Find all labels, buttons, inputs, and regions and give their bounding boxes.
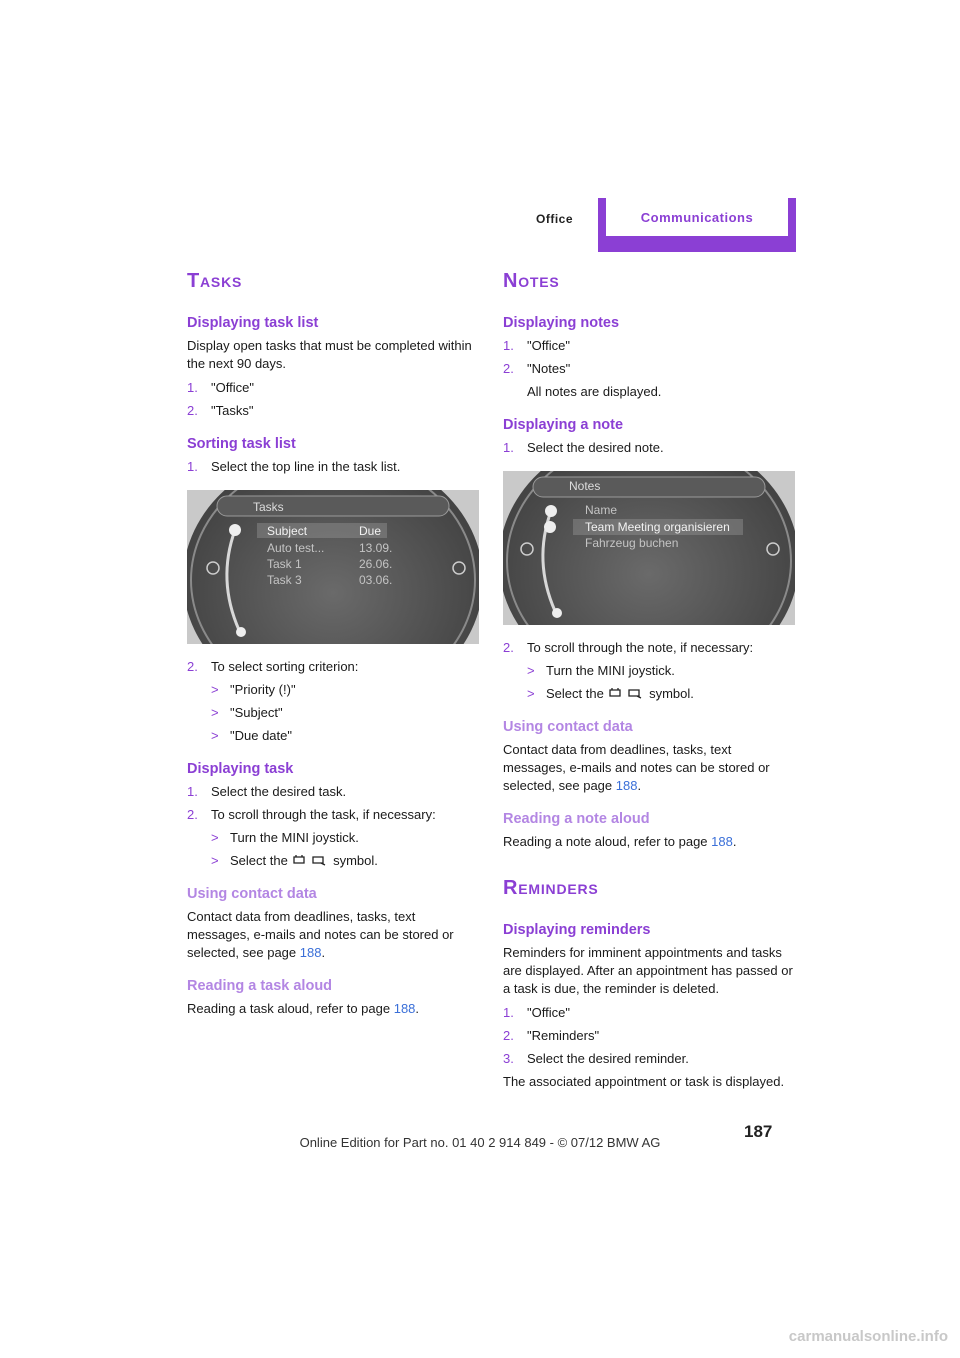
screen-title: Tasks [253,500,284,514]
list-item: 1.Select the top line in the task list. [187,459,401,474]
column-subject: Subject [267,524,308,538]
list-item: 1."Office" [187,380,254,395]
tasks-title: Tasks [187,270,243,292]
sub-item: >"Subject" [211,705,283,720]
sub-item: >Select the symbol. [211,853,378,868]
list-item: 2."Reminders" [503,1028,600,1043]
row-due: 13.09. [359,541,393,555]
row-subject: Task 1 [267,557,302,571]
sub-item: >Turn the MINI joystick. [527,663,675,678]
notes-title: Notes [503,270,560,292]
page-link[interactable]: 188 [299,945,322,960]
notes-screenshot: Notes Name Team Meeting organisieren Fah… [503,471,795,625]
scroll-page-icon [609,688,642,699]
row-subject: Task 3 [267,573,302,587]
list-item: 1.Select the desired task. [187,784,347,799]
reminders-title: Reminders [503,877,599,899]
contact-data-text: Contact data from deadlines, tasks, text… [503,742,770,793]
scroll-marker-dot [544,521,556,533]
contact-data-text: Contact data from deadlines, tasks, text… [187,909,454,960]
reminders-outro: The associated appointment or task is di… [503,1074,785,1089]
displaying-notes-heading: Displaying notes [503,315,620,331]
chapter-tab-label: Communications [606,198,788,236]
column-due: Due [359,524,382,538]
screen-title: Notes [569,479,601,493]
task-list-intro: Display open tasks that must be complete… [187,338,472,371]
page-link[interactable]: 188 [711,834,733,849]
right-column: Notes Displaying notes 1."Office" 2."Not… [503,270,795,1097]
reading-aloud-text: Reading a task aloud, refer to page 188. [187,1001,420,1016]
row-due: 03.06. [359,573,393,587]
scroll-top-dot [229,524,241,536]
scroll-page-icon [293,855,326,866]
note-row: Team Meeting organisieren [585,520,730,534]
chapter-tab: Communications [598,198,796,252]
list-item: 1."Office" [503,338,570,353]
list-item: 2.To scroll through the note, if necessa… [503,640,754,655]
page-link[interactable]: 188 [393,1001,416,1016]
list-item: 3.Select the desired reminder. [503,1051,689,1066]
list-item: 1."Office" [503,1005,570,1020]
notes-displayed-text: All notes are displayed. [527,384,662,399]
reading-note-aloud-heading: Reading a note aloud [503,811,650,827]
reading-aloud-text: Reading a note aloud, refer to page 188. [503,834,737,849]
list-item: 2.To select sorting criterion: [187,659,359,674]
row-subject: Auto test... [267,541,325,555]
note-row: Fahrzeug buchen [585,536,679,550]
list-item: 2.To scroll through the task, if necessa… [187,807,436,822]
watermark: carmanualsonline.info [788,1328,948,1345]
list-item: 1.Select the desired note. [503,440,664,455]
scroll-top-dot [545,505,557,517]
page-number: 187 [744,1122,773,1141]
footer-text: Online Edition for Part no. 01 40 2 914 … [299,1135,661,1150]
sub-item: >Turn the MINI joystick. [211,830,359,845]
displaying-reminders-heading: Displaying reminders [503,922,651,938]
displaying-task-heading: Displaying task [187,761,294,777]
sub-item: >Select the symbol. [527,686,694,701]
reading-task-aloud-heading: Reading a task aloud [187,978,333,994]
sorting-task-list-heading: Sorting task list [187,436,296,452]
row-due: 26.06. [359,557,393,571]
using-contact-data-heading: Using contact data [187,886,317,902]
displaying-note-heading: Displaying a note [503,417,624,433]
left-column: Tasks Displaying task list Display open … [187,270,479,1024]
list-item: 2."Notes" [503,361,571,376]
page-link[interactable]: 188 [615,778,638,793]
using-contact-data-heading: Using contact data [503,719,633,735]
scroll-bottom-dot [552,608,562,618]
note-row: Name [585,503,618,517]
displaying-task-list-heading: Displaying task list [187,315,319,331]
list-item: 2."Tasks" [187,403,254,418]
sub-item: >"Priority (!)" [211,682,296,697]
sub-item: >"Due date" [211,728,292,743]
scroll-bottom-dot [236,627,246,637]
section-label: Office [536,212,574,226]
reminders-intro: Reminders for imminent appointments and … [503,945,793,996]
tasks-screenshot: Tasks Subject Due Auto test... 13.09. Ta… [187,490,479,644]
